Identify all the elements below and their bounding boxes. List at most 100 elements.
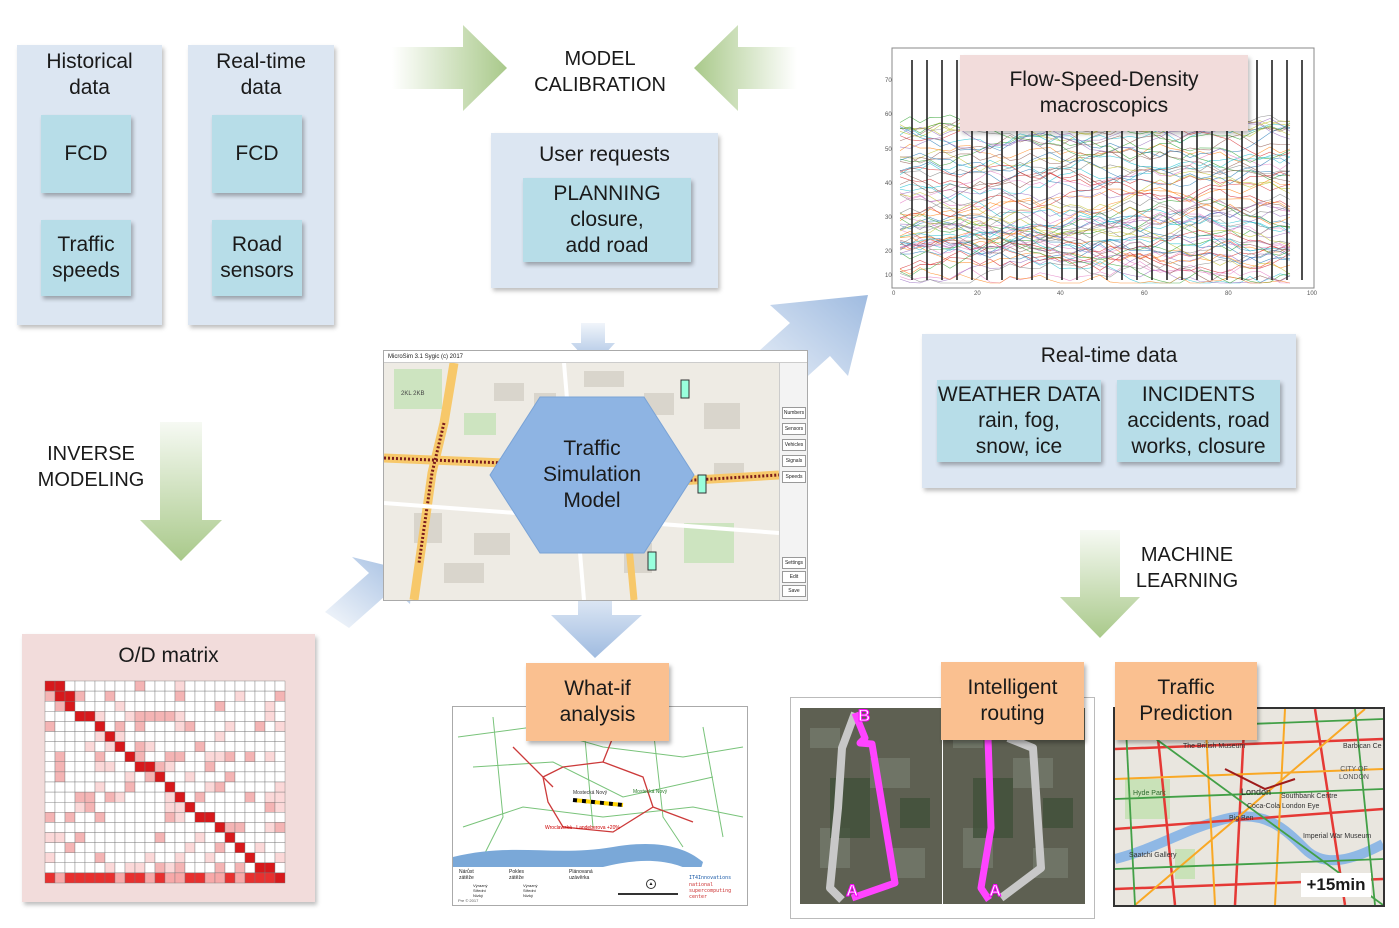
od-cell [184, 781, 196, 793]
od-cell [204, 852, 216, 863]
od-cell [154, 761, 166, 773]
od-cell [64, 842, 76, 853]
speeds-button[interactable]: Speeds [782, 471, 806, 483]
fsd-series-line [899, 220, 1291, 275]
od-cell [94, 842, 106, 853]
od-cell [234, 852, 246, 863]
whatif-label: What-if analysis [526, 663, 669, 741]
od-cell [264, 721, 276, 732]
od-cell [94, 832, 106, 843]
od-cell [164, 741, 176, 752]
od-cell [134, 690, 146, 702]
od-cell [64, 701, 76, 712]
od-cell [144, 832, 156, 843]
od-cell [244, 832, 256, 843]
od-cell [114, 862, 126, 874]
od-cell [204, 711, 216, 722]
place-city-of-london: CITY OF LONDON [1339, 766, 1369, 781]
weather-data-tile: WEATHER DATA rain, fog, snow, ice [937, 380, 1101, 462]
intelligent-routing-label: Intelligent routing [941, 662, 1084, 740]
sensors-button[interactable]: Sensors [782, 423, 806, 435]
edit-button[interactable]: Edit [782, 571, 806, 583]
od-cell [194, 761, 206, 773]
numbers-button[interactable]: Numbers [782, 407, 806, 419]
od-cell [144, 731, 156, 742]
od-cell [64, 761, 76, 773]
od-cell [114, 781, 126, 793]
sim-to-whatif-arrow [551, 580, 642, 658]
od-cell [154, 781, 166, 793]
od-cell [54, 852, 66, 863]
settings-button[interactable]: Settings [782, 557, 806, 569]
od-cell [184, 771, 196, 783]
od-cell [144, 771, 156, 783]
od-cell [114, 812, 126, 823]
od-cell [214, 852, 226, 863]
od-cell [124, 812, 136, 823]
od-cell [164, 721, 176, 732]
whatif-legend-planned: Plánovaná uzávěrka [569, 869, 593, 881]
od-cell [194, 731, 206, 742]
place-london-eye: Coca-Cola London Eye [1247, 803, 1320, 810]
od-cell [204, 721, 216, 732]
fsd-series-line [899, 187, 1291, 225]
od-cell [214, 781, 226, 793]
fsd-x-tick-4: 80 [1225, 291, 1232, 297]
od-cell [224, 862, 236, 874]
od-cell [204, 690, 216, 702]
fsd-x-tick-2: 40 [1057, 291, 1064, 297]
od-cell [124, 781, 136, 793]
od-cell [144, 842, 156, 853]
od-cell [214, 680, 226, 692]
od-cell [224, 761, 236, 773]
od-cell [94, 741, 106, 752]
od-cell [274, 771, 286, 783]
od-cell [174, 701, 186, 712]
od-cell [54, 721, 66, 732]
save-button[interactable]: Save [782, 585, 806, 597]
od-cell [174, 731, 186, 742]
user-requests-panel: User requests PLANNING closure, add road [491, 133, 718, 288]
od-cell [154, 771, 166, 783]
od-cell [84, 721, 96, 732]
od-cell [154, 680, 166, 692]
od-cell [224, 771, 236, 783]
od-cell [254, 680, 266, 692]
vehicles-button[interactable]: Vehicles [782, 439, 806, 451]
od-cell [184, 761, 196, 773]
od-cell [244, 741, 256, 752]
od-cell [144, 761, 156, 773]
simulation-map-label: 2KL 2KB [401, 391, 425, 397]
od-cell [164, 801, 176, 813]
od-cell [94, 791, 106, 803]
od-cell [54, 822, 66, 833]
od-cell [44, 701, 56, 712]
od-cell [194, 721, 206, 732]
od-cell [114, 761, 126, 773]
od-cell [134, 741, 146, 752]
signals-button[interactable]: Signals [782, 455, 806, 467]
od-cell [204, 791, 216, 803]
od-cell [224, 801, 236, 813]
fsd-series-line [899, 215, 1291, 238]
fsd-series-line [899, 134, 1291, 195]
od-cell [254, 761, 266, 773]
od-cell [214, 832, 226, 843]
od-cell [84, 761, 96, 773]
od-cell [164, 862, 176, 874]
north-arrow-icon: ▲ [646, 879, 656, 889]
od-cell [244, 822, 256, 833]
od-cell [84, 771, 96, 783]
od-cell [274, 680, 286, 692]
od-cell [124, 801, 136, 813]
od-cell [174, 771, 186, 783]
od-cell [214, 741, 226, 752]
od-cell [184, 701, 196, 712]
od-cell [264, 801, 276, 813]
od-cell [104, 862, 116, 874]
od-cell [214, 801, 226, 813]
whatif-it4i-2: national [689, 882, 714, 888]
od-cell [84, 791, 96, 803]
fsd-x-tick-0: 0 [892, 291, 896, 297]
od-cell [114, 832, 126, 843]
